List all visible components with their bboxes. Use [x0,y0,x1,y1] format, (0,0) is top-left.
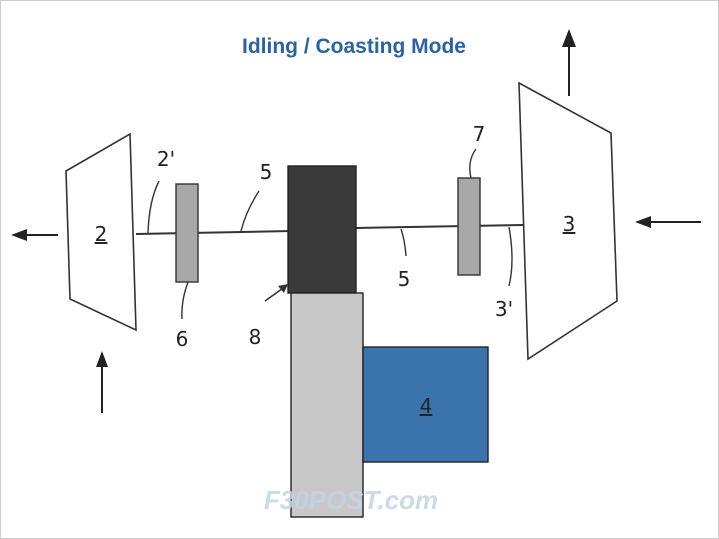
leader-5b [400,228,407,257]
component-2-turbine [65,132,137,332]
arrow-up-top-icon [562,29,576,96]
label-3-prime: 3' [495,297,513,321]
label-5b: 5 [398,267,411,291]
arrow-left-right-side-icon [635,216,701,228]
leader-3prime [508,226,513,287]
watermark: F30POST.com [264,485,438,515]
label-7: 7 [473,122,486,146]
gear-block-light [290,292,364,518]
arrow-up-icon [96,351,108,413]
label-6: 6 [176,327,189,351]
label-2-prime: 2' [157,147,175,171]
clutch-7 [457,177,481,276]
clutch-6 [175,183,199,283]
component-3-compressor [518,81,618,361]
leader-2prime [147,180,160,234]
label-3: 3 [563,212,576,236]
label-4: 4 [420,394,433,418]
label-2: 2 [95,222,108,246]
arrow-8-head [278,284,288,293]
leader-6 [181,281,189,320]
label-5a: 5 [260,160,273,184]
leader-7 [469,148,477,179]
shaft-left [135,230,292,235]
arrow-left-icon [11,229,58,241]
gear-block-dark [287,165,357,294]
diagram-title: Idling / Coasting Mode [242,35,466,58]
label-8: 8 [249,325,262,349]
component-4-box [362,346,489,463]
leader-5a [240,190,260,232]
shaft-right [355,224,524,229]
